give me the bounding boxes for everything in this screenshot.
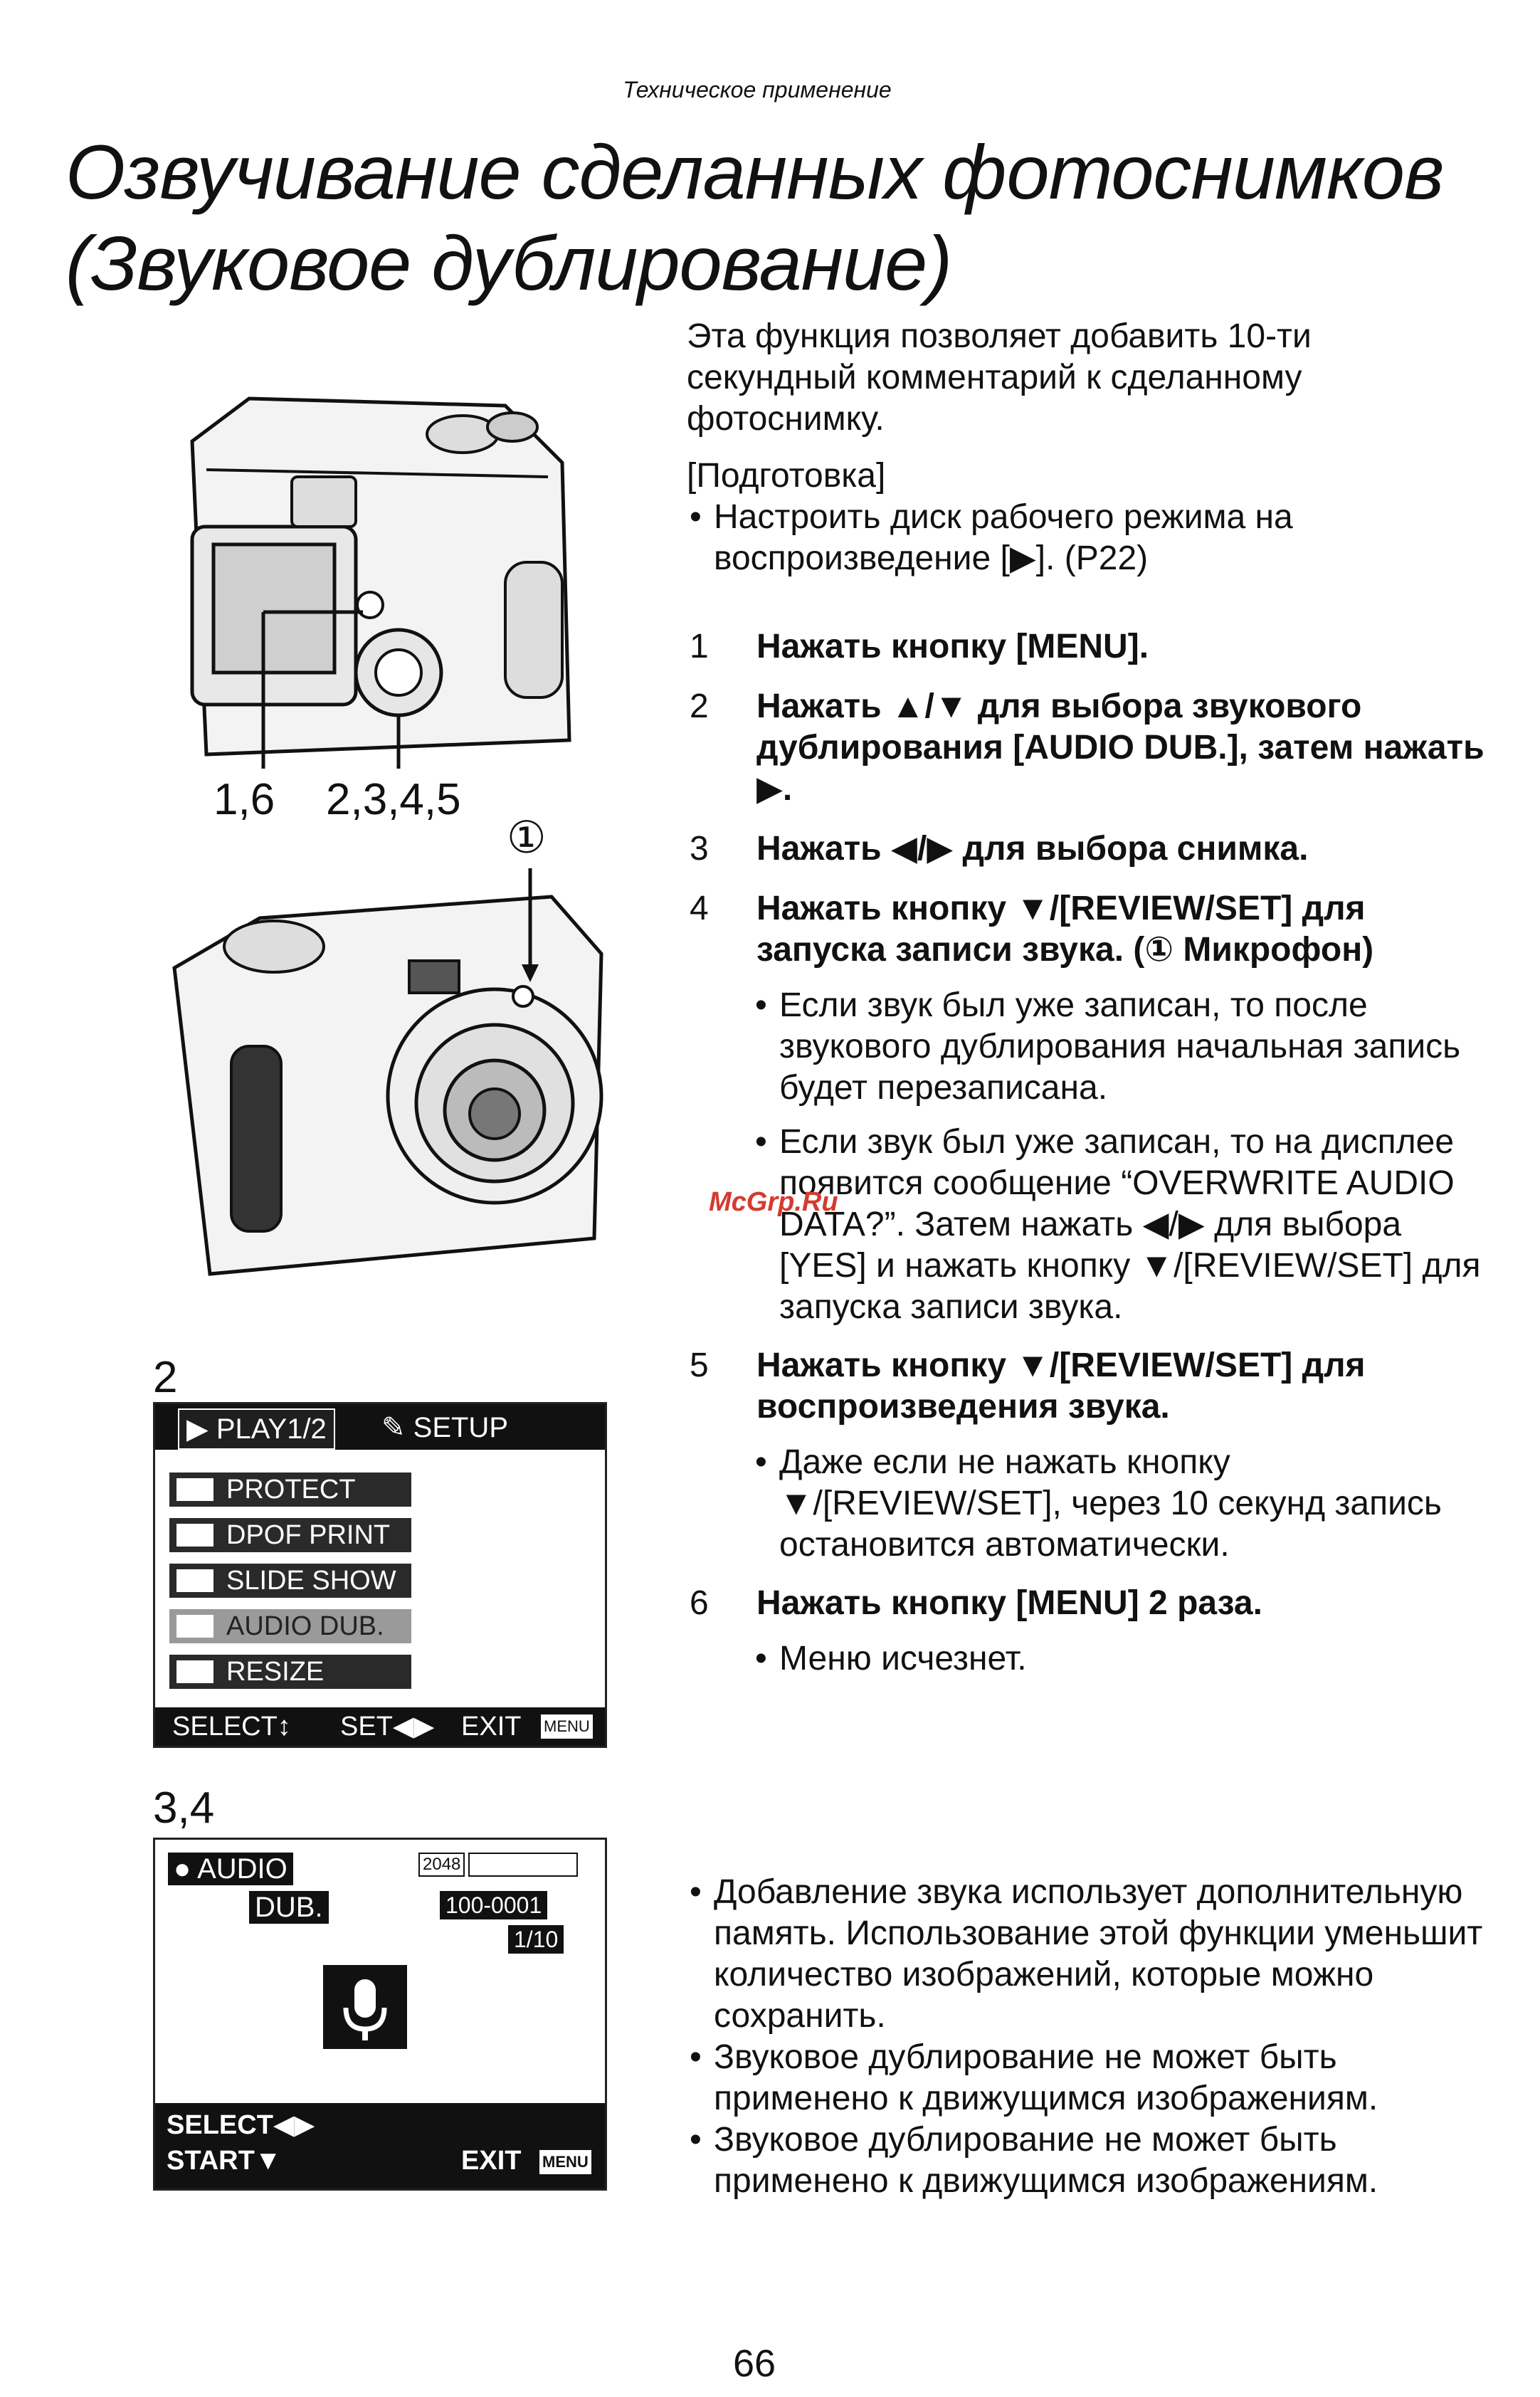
tab-setup-label: SETUP [413, 1412, 508, 1443]
microphone-icon: ● [174, 1853, 198, 1885]
frame-number: 1/10 [508, 1925, 564, 1954]
step-text: Нажать кнопку ▼/[REVIEW/SET] для воспрои… [756, 1347, 1366, 1426]
menu-item-label: DPOF PRINT [226, 1520, 391, 1550]
key-icon [176, 1478, 213, 1501]
microphone-icon [323, 1965, 407, 2049]
play-icon: ▶ [186, 1413, 216, 1445]
exit-hint: EXIT [461, 1712, 522, 1742]
audio-bottom-bar: SELECT◀▶ START▼ EXIT MENU [155, 2103, 605, 2188]
step-number: 4 [690, 890, 709, 927]
microphone-icon [176, 1615, 213, 1638]
step-number: 6 [690, 1584, 709, 1622]
intro-text: Эта функция позволяет добавить 10-ти сек… [687, 317, 1312, 438]
tab-setup[interactable]: ✎ SETUP [381, 1408, 508, 1447]
menu-item-label: PROTECT [226, 1475, 356, 1505]
title-line-1: Озвучивание сделанных фотоснимков [65, 129, 1444, 215]
prep-label: [Подготовка] [687, 457, 886, 495]
select-hint: SELECT↕ [172, 1712, 291, 1742]
step-4: 4 Нажать кнопку ▼/[REVIEW/SET] для запус… [687, 888, 1491, 971]
note-item: Звуковое дублирование не может быть прим… [687, 2119, 1491, 2202]
watermark: McGrp.Ru [709, 1187, 838, 1217]
counter-left: 2048 [418, 1853, 465, 1877]
step-text: Нажать ◀/▶ для выбора снимка. [756, 830, 1309, 868]
step-number: 1 [690, 628, 709, 665]
menu-item-slide-show[interactable]: SLIDE SHOW [169, 1564, 411, 1598]
step-6-note: Меню исчезнет. [687, 1638, 1491, 1680]
step-4-note-1: Если звук был уже записан, то после звук… [687, 985, 1491, 1109]
screen-2-label: 2 [153, 1353, 178, 1402]
note-item: Звуковое дублирование не может быть прим… [687, 2037, 1491, 2119]
section-label: Техническое применение [623, 77, 892, 102]
notes-list: Добавление звука использует дополнительн… [687, 1872, 1491, 2202]
menu-item-label: SLIDE SHOW [226, 1566, 396, 1596]
step-number: 2 [690, 688, 709, 725]
step-text: Нажать ▲/▼ для выбора звукового дублиров… [756, 688, 1484, 808]
tab-play[interactable]: ▶ PLAY1/2 [178, 1408, 335, 1450]
audio-dub-screen: ● AUDIO DUB. 2048 100-0001 1/10 SELECT◀▶… [153, 1838, 607, 2191]
slideshow-icon [176, 1569, 213, 1592]
step-2: 2 Нажать ▲/▼ для выбора звукового дублир… [687, 686, 1491, 810]
menu-item-label: AUDIO DUB. [226, 1611, 384, 1641]
dub-tag: DUB. [249, 1891, 329, 1924]
audio-tag: ● AUDIO [168, 1853, 293, 1885]
menu-screen: ▶ PLAY1/2 ✎ SETUP PROTECT DPOF PRINT SLI… [153, 1402, 607, 1748]
step-5-note: Даже если не нажать кнопку ▼/[REVIEW/SET… [687, 1442, 1491, 1566]
start-hint: START▼ [167, 2146, 282, 2176]
print-icon [176, 1524, 213, 1547]
select-hint: SELECT◀▶ [167, 2110, 315, 2140]
menu-item-dpof-print[interactable]: DPOF PRINT [169, 1518, 411, 1552]
intro-block: Эта функция позволяет добавить 10-ти сек… [687, 316, 1477, 579]
menu-badge: MENU [541, 1714, 593, 1739]
step-number: 5 [690, 1347, 709, 1384]
callout-2-5: 2,3,4,5 [326, 775, 461, 824]
menu-item-label: RESIZE [226, 1657, 325, 1687]
menu-item-resize[interactable]: RESIZE [169, 1655, 411, 1689]
steps-list: 1 Нажать кнопку [MENU]. 2 Нажать ▲/▼ для… [687, 626, 1491, 1697]
set-hint: SET◀▶ [340, 1712, 435, 1742]
camera-back-illustration [190, 396, 571, 769]
page-title: Озвучивание сделанных фотоснимков (Звуко… [65, 127, 1444, 309]
step-text: Нажать кнопку [MENU]. [756, 628, 1149, 665]
callout-1-6: 1,6 [213, 775, 275, 824]
exit-hint: EXIT [461, 2146, 522, 2176]
note-item: Добавление звука использует дополнительн… [687, 1872, 1491, 2037]
tab-play-label: PLAY1/2 [216, 1413, 327, 1445]
menu-badge: MENU [539, 2150, 591, 2174]
step-6: 6 Нажать кнопку [MENU] 2 раза. [687, 1583, 1491, 1624]
resize-icon [176, 1660, 213, 1683]
callout-mic: ① [507, 813, 547, 863]
step-1: 1 Нажать кнопку [MENU]. [687, 626, 1491, 668]
step-text: Нажать кнопку ▼/[REVIEW/SET] для запуска… [756, 890, 1374, 969]
title-line-2: (Звуковое дублирование) [65, 220, 952, 306]
menu-tab-bar: ▶ PLAY1/2 ✎ SETUP [155, 1404, 605, 1450]
menu-bottom-bar: SELECT↕ SET◀▶ EXIT MENU [155, 1707, 605, 1746]
prep-bullet: Настроить диск рабочего режима на воспро… [687, 497, 1477, 579]
menu-item-protect[interactable]: PROTECT [169, 1473, 411, 1507]
step-3: 3 Нажать ◀/▶ для выбора снимка. [687, 828, 1491, 870]
camera-front-illustration [172, 868, 603, 1276]
file-number: 100-0001 [440, 1891, 548, 1919]
screen-3-4-label: 3,4 [153, 1784, 215, 1833]
page-number: 66 [733, 2342, 776, 2385]
battery-indicator [468, 1853, 578, 1877]
step-number: 3 [690, 830, 709, 868]
step-text: Нажать кнопку [MENU] 2 раза. [756, 1584, 1262, 1622]
step-4-note-2: Если звук был уже записан, то на дисплее… [687, 1122, 1491, 1328]
menu-item-audio-dub[interactable]: AUDIO DUB. [169, 1609, 411, 1643]
step-5: 5 Нажать кнопку ▼/[REVIEW/SET] для воспр… [687, 1345, 1491, 1428]
wrench-icon: ✎ [381, 1412, 413, 1443]
